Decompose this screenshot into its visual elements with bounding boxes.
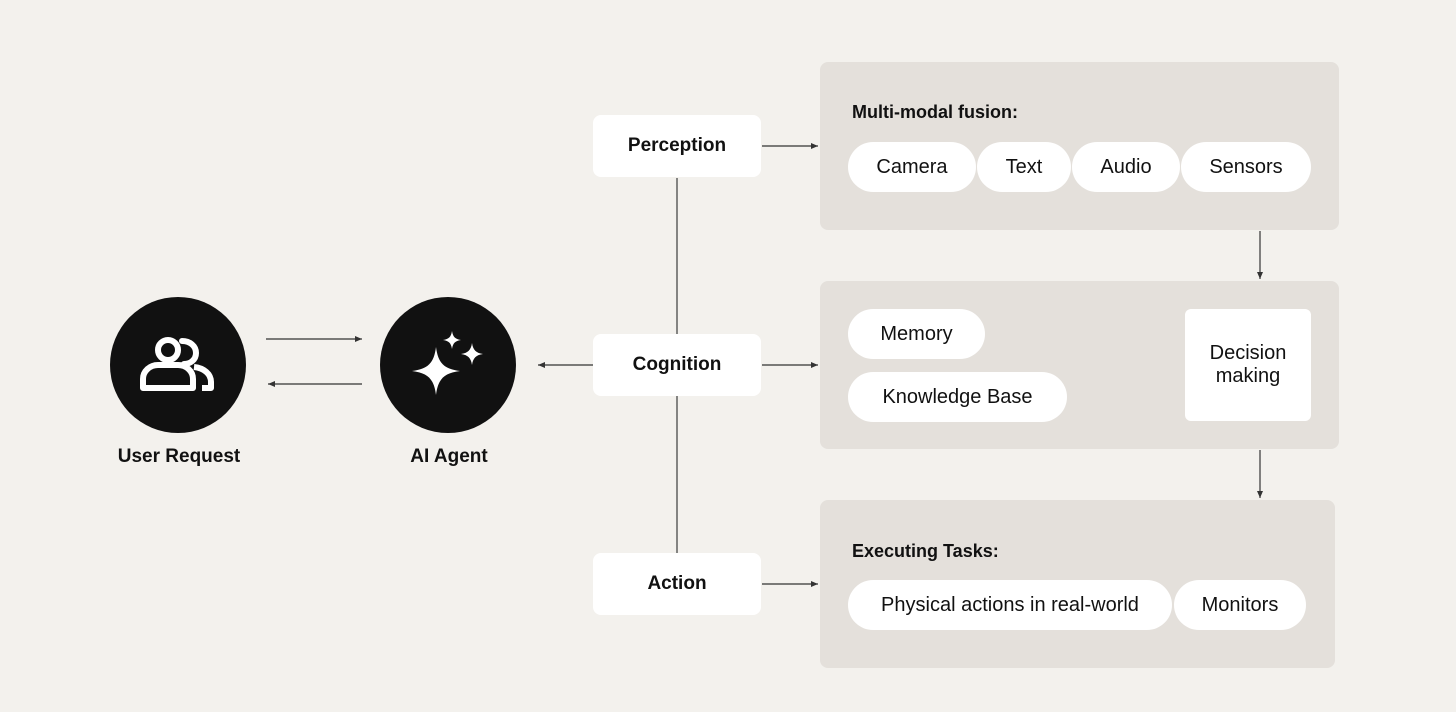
decision-making-box: Decision making [1185, 309, 1311, 421]
memory-pill: Memory [848, 309, 985, 359]
cognition-box: Cognition [593, 334, 761, 396]
ai-agent-node [380, 297, 516, 433]
perception-panel-title: Multi-modal fusion: [852, 102, 1018, 122]
action-panel-title: Executing Tasks: [852, 541, 999, 561]
perception-panel: Multi-modal fusion: Camera Text Audio Se… [820, 62, 1339, 230]
cognition-panel: Memory Knowledge Base [820, 281, 1339, 449]
decision-line-1: Decision [1209, 342, 1287, 364]
camera-pill: Camera [848, 142, 976, 192]
action-panel: Executing Tasks: Physical actions in rea… [820, 500, 1335, 668]
physical-actions-pill: Physical actions in real-world [848, 580, 1172, 630]
user-request-label: User Request [117, 446, 241, 467]
action-box: Action [593, 553, 761, 615]
ai-agent-label: AI Agent [410, 446, 488, 467]
audio-pill: Audio [1072, 142, 1180, 192]
user-request-node [110, 297, 246, 433]
perception-box: Perception [593, 115, 761, 177]
users-icon [140, 335, 216, 395]
sparkles-icon [408, 325, 488, 405]
monitors-pill: Monitors [1174, 580, 1306, 630]
knowledge-base-pill: Knowledge Base [848, 372, 1067, 422]
text-pill: Text [977, 142, 1071, 192]
decision-line-2: making [1215, 365, 1281, 387]
sensors-pill: Sensors [1181, 142, 1311, 192]
